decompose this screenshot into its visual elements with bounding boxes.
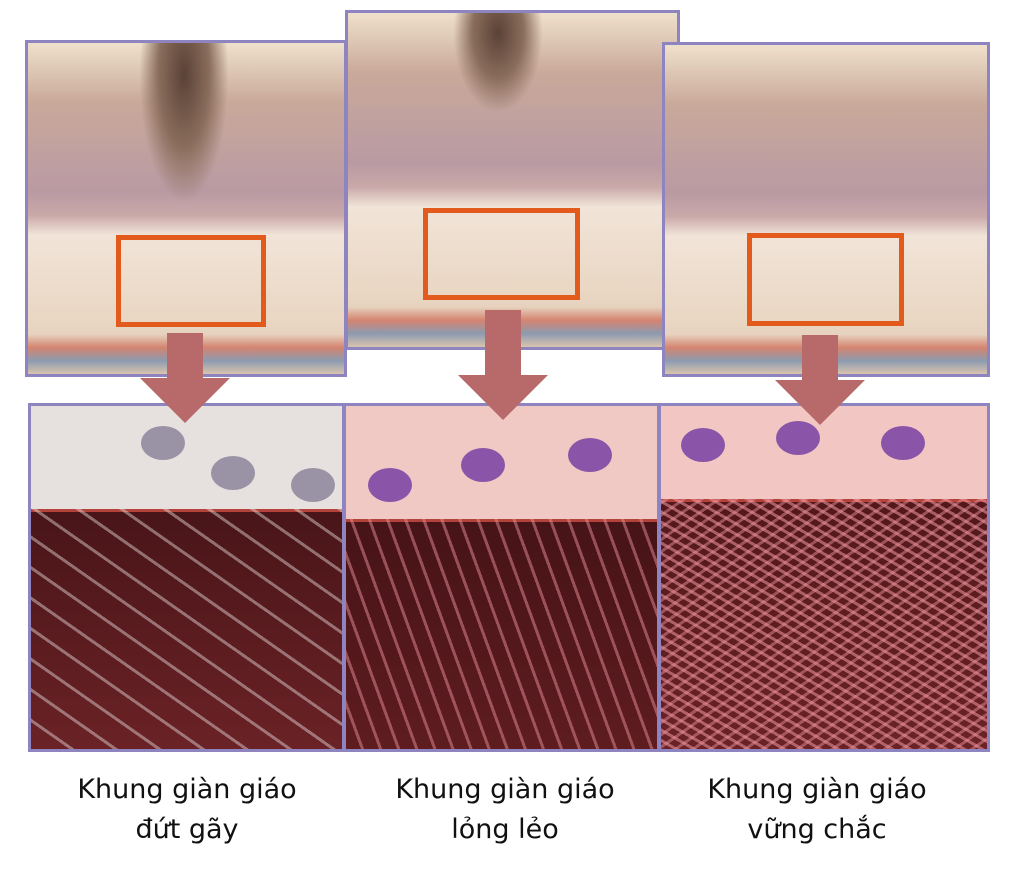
caption-line: Khung giàn giáo [707,774,927,805]
zoom-broken-scaffold [28,403,345,752]
cell-nucleus [141,426,185,460]
skin-section-broken [25,40,347,377]
caption-line: đứt gãy [135,814,239,845]
highlight-box [116,235,266,327]
cell-nucleus [368,468,412,502]
highlight-box [423,208,580,300]
skin-section-loose [345,10,680,350]
broken-collagen-fibers [31,508,342,749]
skin-cells [31,406,342,512]
wrinkle-groove [138,43,229,203]
caption-loose-scaffold: Khung giàn giáo lỏng lẻo [345,770,665,850]
cell-nucleus [291,468,335,502]
skin-section-firm [662,42,990,377]
caption-line: Khung giàn giáo [77,774,297,805]
cell-nucleus [881,426,925,460]
caption-line: vững chắc [747,814,887,845]
caption-line: lỏng lẻo [451,814,559,845]
caption-firm-scaffold: Khung giàn giáo vững chắc [657,770,977,850]
cell-nucleus [776,421,820,455]
down-arrow-icon [140,333,230,423]
caption-line: Khung giàn giáo [395,774,615,805]
loose-collagen-fibers [346,519,657,749]
down-arrow-icon [775,335,865,425]
cell-nucleus [681,428,725,462]
zoom-firm-scaffold [658,403,990,752]
caption-broken-scaffold: Khung giàn giáo đứt gãy [27,770,347,850]
wrinkle-groove [453,13,544,113]
down-arrow-icon [458,310,548,420]
zoom-loose-scaffold [343,403,660,752]
highlight-box [747,233,904,326]
cell-nucleus [568,438,612,472]
dense-collagen-fibers [661,498,987,749]
cell-nucleus [461,448,505,482]
cell-nucleus [211,456,255,490]
